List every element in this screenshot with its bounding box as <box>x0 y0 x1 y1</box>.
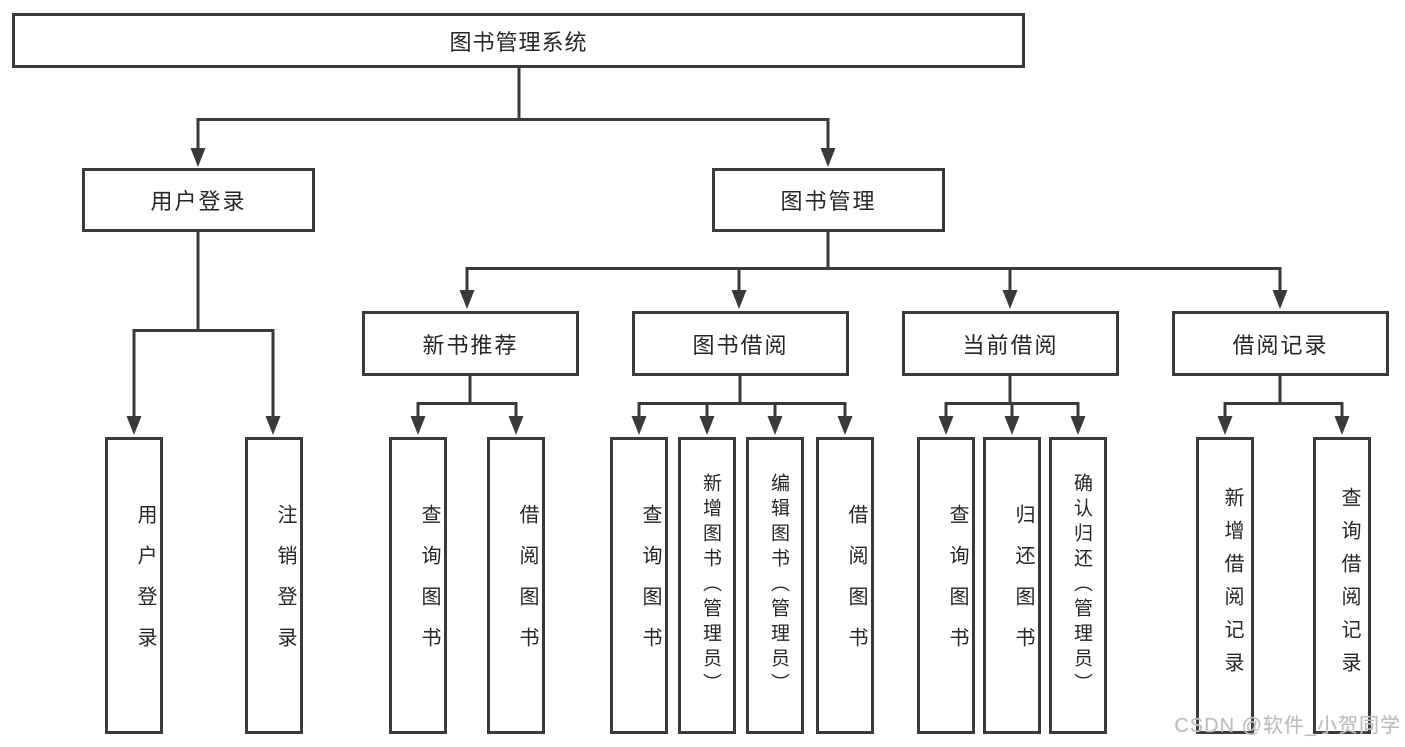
node-label: 用户登录 <box>134 503 156 668</box>
node-label: 借阅记录 <box>1232 332 1329 358</box>
leaf-borrow-books: 借阅图书 <box>816 437 874 734</box>
leaf-query-books-current: 查询图书 <box>917 437 975 734</box>
node-new-book-recommend: 新书推荐 <box>362 311 579 376</box>
node-label: 确认归还（管理员） <box>1070 473 1092 698</box>
node-borrowing-records: 借阅记录 <box>1172 311 1389 376</box>
node-label: 新增借阅记录 <box>1221 486 1243 685</box>
csdn-watermark: CSDN @软件_小贺同学 <box>1174 715 1401 737</box>
node-label: 图书管理系统 <box>449 29 588 55</box>
node-label: 查询图书 <box>946 503 968 668</box>
node-label: 归还图书 <box>1012 503 1034 668</box>
node-label: 借阅图书 <box>845 503 867 668</box>
node-label: 查询图书 <box>639 503 661 668</box>
node-library-management-system: 图书管理系统 <box>12 13 1025 68</box>
leaf-add-borrow-record: 新增借阅记录 <box>1196 437 1254 734</box>
leaf-confirm-return-admin: 确认归还（管理员） <box>1049 437 1107 734</box>
node-label: 用户登录 <box>150 189 247 214</box>
node-label: 图书管理 <box>780 189 877 214</box>
leaf-query-books-borrowing: 查询图书 <box>610 437 668 734</box>
leaf-query-borrow-record: 查询借阅记录 <box>1313 437 1371 734</box>
node-label: 图书借阅 <box>692 332 789 358</box>
node-label: 新书推荐 <box>422 332 519 358</box>
node-label: 新增图书（管理员） <box>699 473 721 698</box>
node-label: 查询图书 <box>418 503 440 668</box>
node-label: 借阅图书 <box>516 503 538 668</box>
node-label: 注销登录 <box>274 503 296 668</box>
leaf-query-books-recommend: 查询图书 <box>389 437 447 734</box>
node-label: 查询借阅记录 <box>1338 486 1360 685</box>
node-user-login: 用户登录 <box>82 168 315 232</box>
leaf-add-books-admin: 新增图书（管理员） <box>678 437 736 734</box>
node-label: 当前借阅 <box>962 332 1059 358</box>
node-label: 编辑图书（管理员） <box>767 473 789 698</box>
leaf-user-login: 用户登录 <box>105 437 163 734</box>
leaf-return-books: 归还图书 <box>983 437 1041 734</box>
leaf-edit-books-admin: 编辑图书（管理员） <box>746 437 804 734</box>
leaf-borrow-books-recommend: 借阅图书 <box>487 437 545 734</box>
node-book-borrowing: 图书借阅 <box>632 311 849 376</box>
node-current-borrowing: 当前借阅 <box>902 311 1119 376</box>
leaf-logout: 注销登录 <box>245 437 303 734</box>
node-book-management: 图书管理 <box>712 168 945 232</box>
